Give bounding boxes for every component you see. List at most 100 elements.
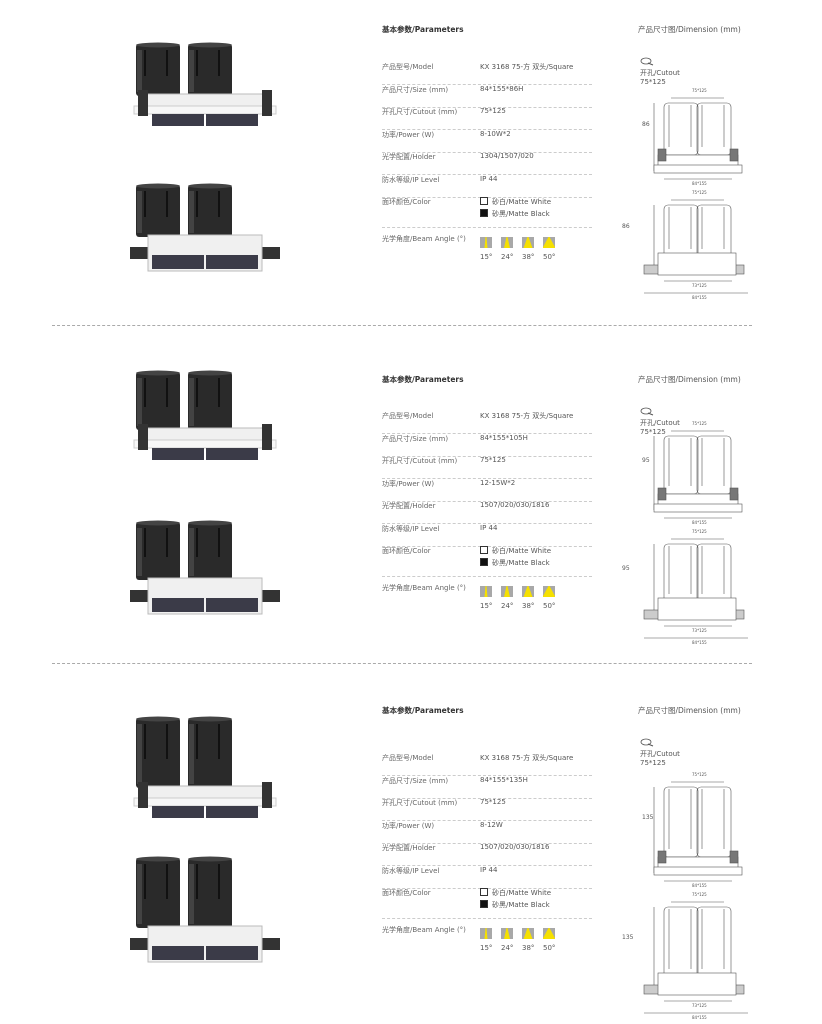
param-label: 产品型号/Model (382, 63, 434, 71)
beam-icon (501, 586, 513, 597)
param-row: 产品尺寸/Size (mm) 84*155*135H (382, 776, 592, 799)
beam-angle-label: 38° (522, 253, 535, 261)
param-label: 光学配置/Holder (382, 502, 436, 510)
dimension-label: 86 (622, 223, 630, 230)
param-row: 功率/Power (W) 12-15W*2 (382, 479, 592, 502)
product-image-standard (130, 370, 280, 472)
param-row-color: 面环颜色/Color 砂白/Matte White 砂黑/Matte Black (382, 197, 592, 228)
beam-icon (522, 586, 534, 597)
param-row-beam: 光学角度/Beam Angle (°) (382, 583, 592, 605)
param-row: 开孔尺寸/Cutout (mm) 75*125 (382, 456, 592, 479)
beam-angle-label: 15° (480, 253, 493, 261)
param-value: 1304/1507/020 (480, 152, 534, 160)
param-row: 产品尺寸/Size (mm)84*155*105H (382, 434, 592, 457)
color-name: 砂白/Matte White (492, 198, 552, 206)
param-row-beam: 光学角度/Beam Angle (°) (382, 234, 592, 256)
beam-angle-item: 38° (522, 928, 534, 952)
dimension-label: 84*155 (692, 520, 707, 525)
section-divider (52, 663, 752, 664)
param-value: KX 3168 75-方 双头/Square (480, 412, 574, 420)
color-name: 砂白/Matte White (492, 547, 552, 555)
dimension-label: 84*155 (692, 640, 707, 645)
beam-angle-label: 24° (501, 253, 514, 261)
beam-angle-item: 50° (543, 928, 555, 952)
dimension-label: 84*155 (692, 883, 707, 888)
param-row: 开孔尺寸/Cutout (mm)75*125 (382, 798, 592, 821)
param-row: 产品尺寸/Size (mm) 84*155*86H (382, 85, 592, 108)
beam-angle-item: 50° (543, 586, 555, 610)
color-name: 砂白/Matte White (492, 889, 552, 897)
dimension-title: 产品尺寸图/Dimension (mm) (638, 706, 741, 715)
beam-icon (480, 237, 492, 248)
param-value: 84*155*135H (480, 775, 528, 784)
param-label: 光学角度/Beam Angle (°) (382, 584, 466, 592)
beam-icon (522, 237, 534, 248)
param-label: 面环颜色/Color (382, 547, 431, 555)
param-value: 12-15W*2 (480, 478, 516, 487)
param-row: 防水等级/IP Level IP 44 (382, 175, 592, 198)
param-value: 75*125 (480, 798, 506, 806)
cutout-tool-icon (640, 57, 680, 68)
parameters-title: 基本参数/Parameters (382, 25, 464, 34)
beam-angle-label: 15° (480, 602, 493, 610)
color-name: 砂黑/Matte Black (492, 559, 550, 567)
beam-icon (543, 237, 555, 248)
dimension-label: 95 (642, 457, 650, 464)
param-label: 功率/Power (W) (382, 479, 435, 488)
param-label: 产品尺寸/Size (mm) (382, 85, 449, 94)
param-label: 开孔尺寸/Cutout (mm) (382, 457, 458, 465)
beam-icon (480, 586, 492, 597)
color-swatch (480, 546, 488, 554)
param-value: 8-10W*2 (480, 129, 511, 138)
param-row: 功率/Power (W)8-12W (382, 821, 592, 844)
cutout-label: 开孔/Cutout (640, 69, 680, 77)
beam-angle-item: 38° (522, 237, 534, 261)
beam-angle-label: 38° (522, 602, 535, 610)
param-label: 产品型号/Model (382, 754, 434, 762)
parameters-title: 基本参数/Parameters (382, 375, 464, 384)
color-option: 砂白/Matte White (480, 546, 551, 556)
param-label: 面环颜色/Color (382, 198, 431, 206)
param-value: KX 3168 75-方 双头/Square (480, 754, 574, 762)
param-label: 功率/Power (W) (382, 821, 435, 830)
param-label: 防水等级/IP Level (382, 175, 440, 184)
beam-angle-label: 15° (480, 944, 493, 952)
dimension-label: 135 (622, 934, 634, 941)
dimension-label: 75*125 (692, 892, 707, 897)
beam-angle-label: 24° (501, 944, 514, 952)
param-label: 面环颜色/Color (382, 889, 431, 897)
beam-angle-item: 24° (501, 928, 513, 952)
beam-icon (543, 928, 555, 939)
param-label: 防水等级/IP Level (382, 866, 440, 875)
beam-icon (501, 928, 513, 939)
color-name: 砂黑/Matte Black (492, 210, 550, 218)
product-image-standard (130, 42, 280, 138)
color-swatch (480, 888, 488, 896)
param-value: KX 3168 75-方 双头/Square (480, 63, 574, 71)
beam-angle-item: 50° (543, 237, 555, 261)
param-label: 光学配置/Holder (382, 153, 436, 161)
beam-angle-label: 50° (543, 602, 556, 610)
dimension-label: 75*125 (692, 88, 707, 93)
param-value: IP 44 (480, 174, 498, 183)
param-value: 75*125 (480, 456, 506, 464)
color-swatch (480, 209, 488, 217)
param-label: 光学配置/Holder (382, 844, 436, 852)
beam-icon (501, 237, 513, 248)
cutout-tool-icon (640, 407, 680, 418)
beam-icon (543, 586, 555, 597)
param-value: 84*155*86H (480, 84, 524, 93)
param-row-color: 面环颜色/Color 砂白/Matte White 砂黑/Matte Black (382, 546, 592, 577)
param-label: 光学角度/Beam Angle (°) (382, 235, 466, 243)
param-label: 产品尺寸/Size (mm) (382, 776, 449, 785)
